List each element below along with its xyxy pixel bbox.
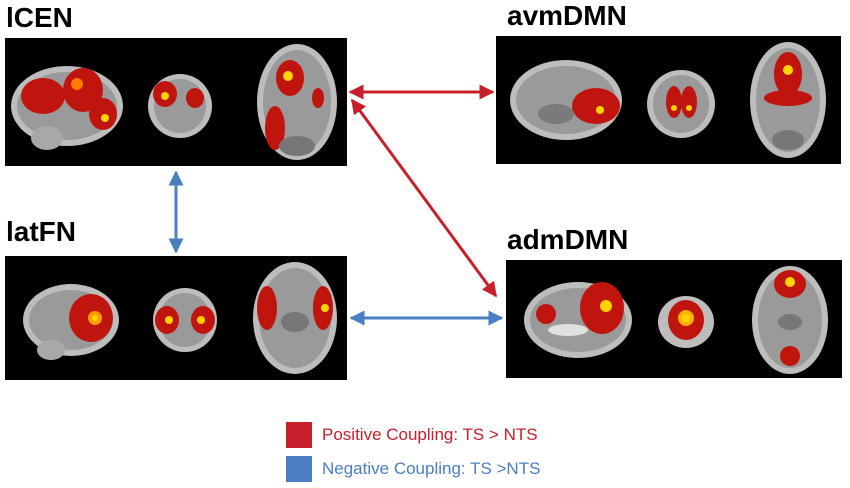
avmdmn-coronal-slice (647, 70, 715, 138)
legend-positive-label: Positive Coupling: TS > NTS (322, 425, 538, 444)
latfn-coronal-slice (153, 288, 217, 352)
legend-negative-swatch (286, 456, 312, 482)
label-latfn: latFN (6, 216, 76, 247)
lcen-sagittal-slice (11, 66, 123, 150)
legend-negative-label: Negative Coupling: TS >NTS (322, 459, 541, 478)
label-lcen: lCEN (6, 2, 73, 33)
panel-admdmn (506, 260, 842, 378)
avmdmn-brain-slices (510, 42, 826, 158)
avmdmn-axial-slice (750, 42, 826, 158)
panel-lcen (5, 38, 347, 166)
latfn-brain-slices (23, 262, 337, 374)
label-avmdmn: avmDMN (507, 0, 627, 31)
admdmn-sagittal-slice (524, 282, 632, 358)
admdmn-axial-slice (752, 266, 828, 374)
legend-negative: Negative Coupling: TS >NTS (286, 456, 540, 482)
label-admdmn: admDMN (507, 224, 629, 255)
avmdmn-sagittal-slice (510, 60, 622, 140)
legend-positive: Positive Coupling: TS > NTS (286, 422, 538, 448)
latfn-sagittal-slice (23, 284, 119, 360)
lcen-coronal-slice (148, 74, 212, 138)
arrow-lcen-admdmn (350, 98, 498, 298)
panel-avmdmn (496, 36, 841, 164)
legend-positive-swatch (286, 422, 312, 448)
lcen-brain-slices (11, 44, 337, 160)
admdmn-coronal-slice (658, 296, 714, 348)
admdmn-brain-slices (524, 266, 828, 374)
lcen-axial-slice (257, 44, 337, 160)
panel-latfn (5, 256, 347, 380)
latfn-axial-slice (253, 262, 337, 374)
